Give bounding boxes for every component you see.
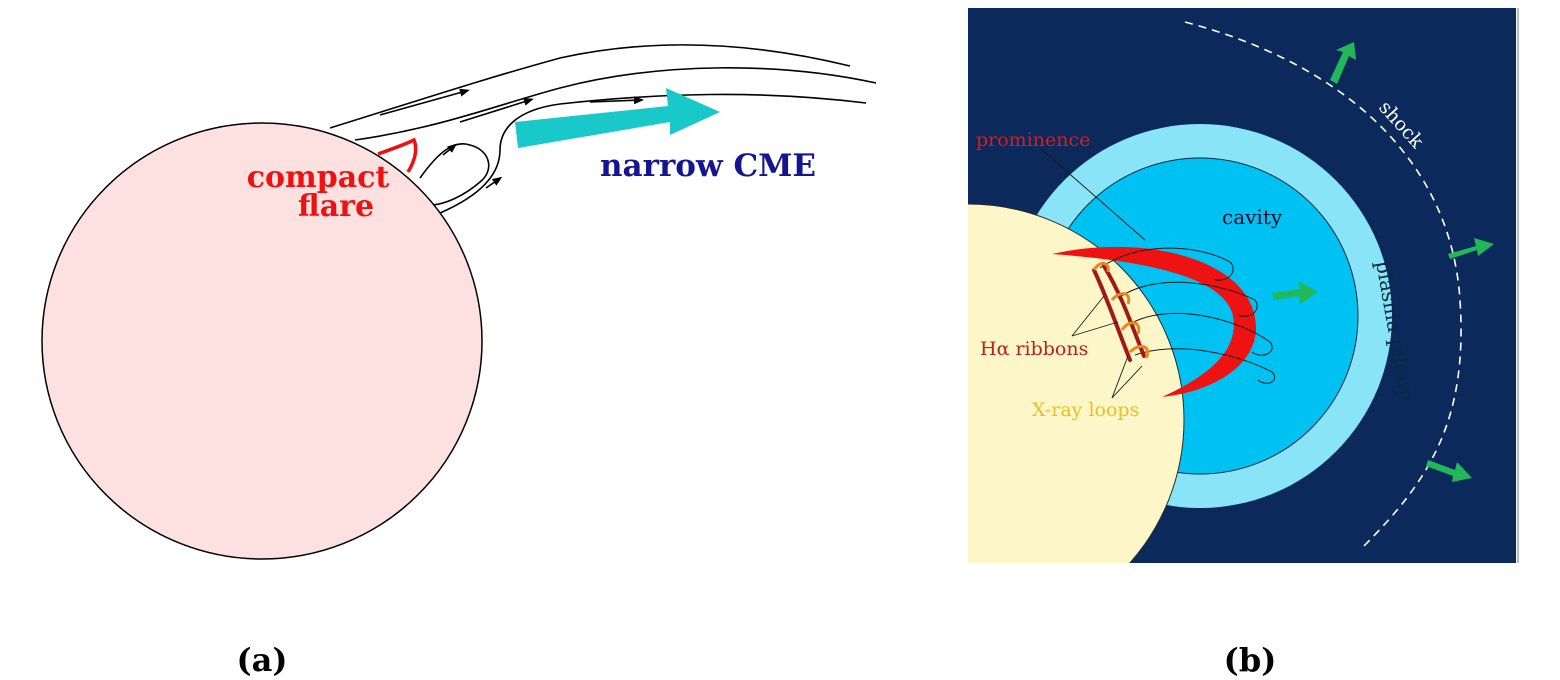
sun-disk	[41, 122, 483, 560]
field-line-arrow-4	[442, 143, 458, 156]
field-line-arrow-1	[379, 88, 470, 116]
xray-leader-1	[1111, 355, 1129, 399]
panel-a: compact flare narrow CME (a)	[41, 44, 877, 679]
field-line-arrow-3	[589, 96, 644, 105]
field-line-middle	[354, 67, 877, 141]
prominence-label: prominence	[976, 129, 1090, 151]
cme-arrow	[515, 88, 720, 148]
field-line-arrow-5	[485, 176, 503, 189]
ribbons-leader-1	[1071, 295, 1105, 337]
arrow-shock-right	[1448, 238, 1494, 259]
prominence-leader	[1039, 147, 1146, 241]
field-line-outer	[329, 44, 851, 129]
xray-leader-2	[1111, 365, 1143, 399]
arrow-shock-top	[1330, 42, 1356, 84]
panel-b: prominence cavity shock plasma pileup Hα…	[968, 8, 1519, 679]
panel-a-caption: (a)	[236, 641, 287, 679]
panel-b-caption: (b)	[1224, 641, 1277, 679]
x-ray-loops	[1092, 262, 1149, 359]
field-lines	[329, 44, 877, 214]
xray-label: X-ray loops	[1032, 399, 1139, 421]
cavity-label: cavity	[1222, 205, 1283, 229]
arrow-cavity	[1272, 281, 1318, 304]
flare-label-line2: flare	[298, 189, 374, 224]
sun-disk-b	[968, 203, 1185, 563]
field-line-loop	[419, 143, 490, 206]
arrow-shock-bottom	[1426, 460, 1472, 482]
field-line-arrow-2	[459, 97, 534, 123]
flare-label-line1: compact	[247, 160, 390, 195]
flare-loop	[377, 137, 418, 173]
expansion-arrows	[1272, 42, 1494, 482]
cme-label: narrow CME	[600, 148, 816, 184]
flux-rope-lines	[1099, 247, 1276, 384]
field-line-inner	[439, 93, 867, 214]
ribbons-label: Hα ribbons	[980, 338, 1088, 360]
leader-lines	[1039, 147, 1146, 399]
ribbons-leader-2	[1071, 321, 1119, 337]
